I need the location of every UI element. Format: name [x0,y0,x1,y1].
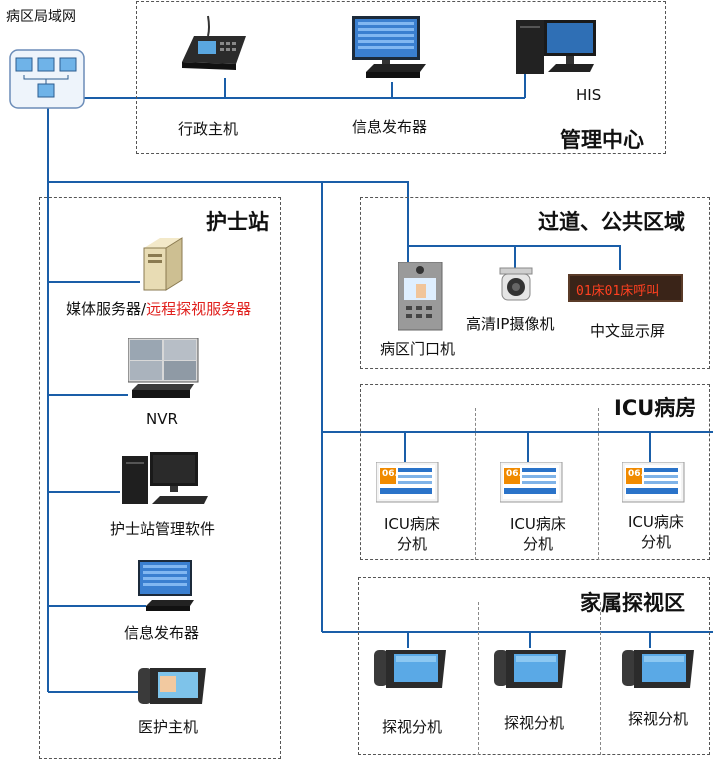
lan-computers-icon [8,48,88,114]
icu-ext-1-line2: 分机 [396,535,427,553]
icu-ext-3-label: ICU病床 分机 [628,512,684,552]
chinese-display-icon: 01床01床呼叫 [568,274,683,302]
zone-title-icu: ICU病房 [614,396,697,420]
zone-title-corridor: 过道、公共区域 [538,210,685,234]
lan-label: 病区局域网 [6,9,76,25]
icu-ext-3-line2: 分机 [640,533,671,551]
icu-ext-2-icon: 06. [499,461,564,508]
icu-divider-2 [598,408,599,560]
ward-door-unit-icon [397,261,444,336]
media-server-icon [140,236,186,296]
visit-ext-3-label: 探视分机 [628,710,689,728]
info-publisher-nurse-label: 信息发布器 [124,624,200,642]
zone-title-management: 管理中心 [560,128,644,152]
nurse-software-label: 护士站管理软件 [110,520,216,538]
icu-ext-1-label: ICU病床 分机 [384,514,440,554]
icu-ext-1-line1: ICU病床 [384,515,440,533]
wire-right-trunk [48,181,323,632]
zone-title-family: 家属探视区 [580,591,685,615]
visit-ext-1-icon [372,646,448,696]
medical-host-icon [136,664,210,712]
zone-icu [360,384,710,560]
his-computer-icon [514,16,598,82]
zone-corridor [360,197,710,369]
visit-ext-3-icon [620,646,696,696]
medical-host-label: 医护主机 [138,718,199,736]
nvr-label: NVR [146,410,178,428]
zone-title-nurse: 护士站 [206,210,269,234]
visit-divider-1 [478,602,479,755]
icu-ext-3-line1: ICU病床 [628,513,684,531]
info-publisher-mgmt-label: 信息发布器 [352,118,428,136]
icu-ext-2-line1: ICU病床 [510,515,566,533]
icu-ext-1-icon: 06. [375,461,440,508]
ward-door-label: 病区门口机 [380,340,456,358]
visit-ext-2-icon [492,646,568,696]
icu-ext-3-icon: 06. [621,461,686,508]
media-server-label: 媒体服务器/远程探视服务器 [66,298,251,319]
info-publisher-mgmt-icon [350,14,430,88]
icu-ext-2-label: ICU病床 分机 [510,514,566,554]
his-label: HIS [576,86,602,104]
zone-family-visit [358,577,710,755]
chinese-display-label: 中文显示屏 [590,322,666,340]
zone-nurse-station [39,197,281,759]
icu-ext-3-badge: 06. [628,469,644,479]
remote-visit-server-text: 远程探视服务器 [146,300,252,318]
nurse-pc-icon [120,450,212,512]
admin-host-icon [178,14,250,82]
ip-camera-icon [498,266,534,310]
icu-ext-2-badge: 06. [506,469,522,479]
ip-camera-label: 高清IP摄像机 [466,315,555,333]
icu-ext-1-badge: 06. [382,469,398,479]
visit-ext-2-label: 探视分机 [504,714,565,732]
info-publisher-nurse-icon [136,558,196,618]
icu-ext-2-line2: 分机 [522,535,553,553]
visit-divider-2 [600,602,601,755]
media-server-text: 媒体服务器/ [66,300,147,318]
zone-management [136,1,666,154]
icu-divider-1 [475,408,476,560]
display-scroll-text: 01床01床呼叫 [576,284,660,299]
visit-ext-1-label: 探视分机 [382,718,443,736]
admin-host-label: 行政主机 [178,120,239,138]
nvr-icon [127,337,200,408]
